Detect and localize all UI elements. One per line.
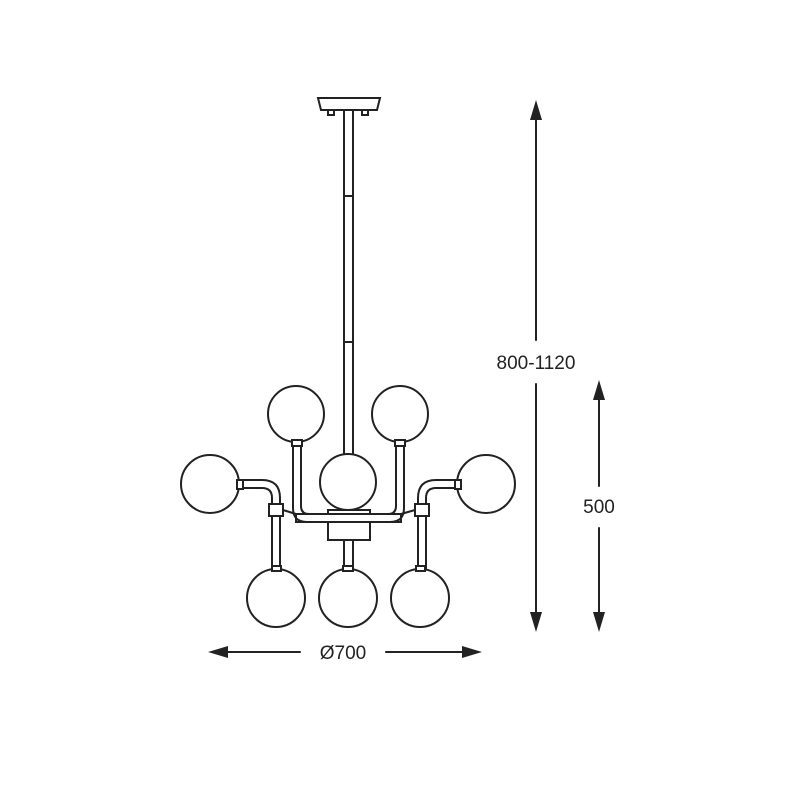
globe-left	[180, 454, 240, 514]
overall-height-label: 800-1120	[497, 353, 576, 374]
dimension-overall-height: 800-1120	[497, 100, 576, 632]
dimension-diameter: Ø700	[208, 643, 482, 664]
globe-upper-right	[371, 385, 429, 443]
dimension-body-height: 500	[583, 380, 615, 632]
diameter-label: Ø700	[320, 643, 366, 664]
globes	[180, 385, 516, 628]
globe-bottom-right	[390, 568, 450, 628]
globe-right	[456, 454, 516, 514]
globe-bottom-left	[246, 568, 306, 628]
globe-center	[319, 453, 377, 511]
body-height-label: 500	[583, 497, 615, 518]
ceiling-canopy	[316, 97, 382, 116]
globe-upper-left	[267, 385, 325, 443]
globe-bottom-center	[318, 568, 378, 628]
arms	[239, 439, 459, 581]
